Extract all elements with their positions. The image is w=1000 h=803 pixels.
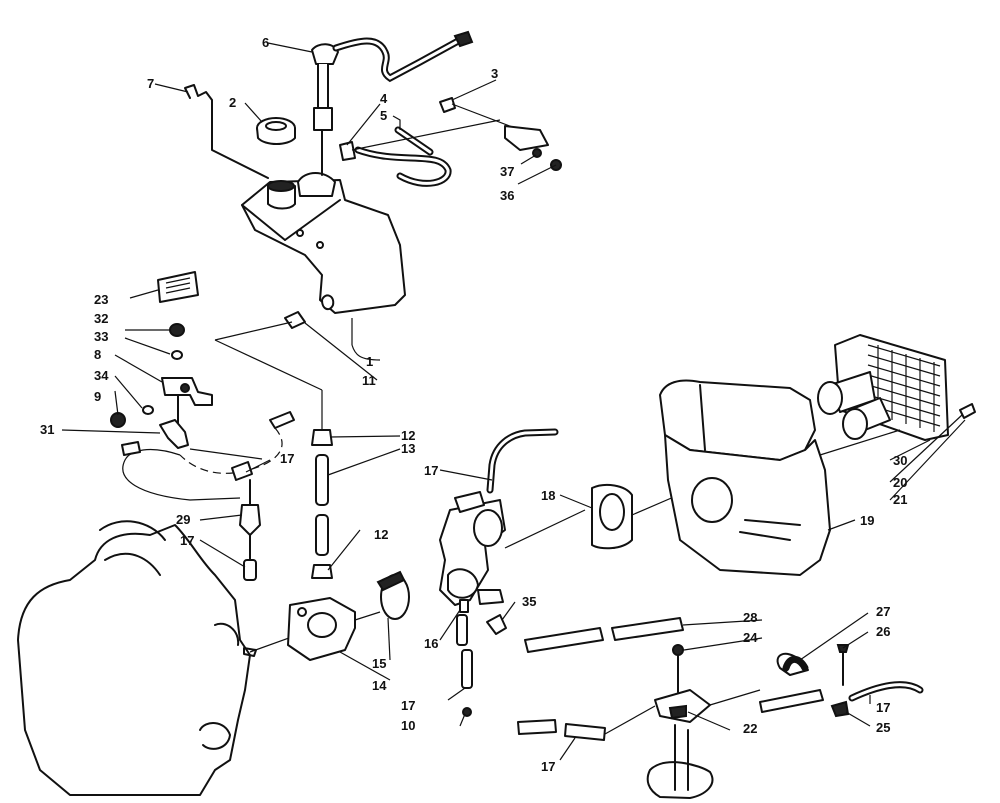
callout-20: 20 (893, 475, 907, 490)
callout-26: 26 (876, 624, 890, 639)
callout-30: 30 (893, 453, 907, 468)
fuel-hose-loop (121, 411, 295, 501)
callout-32: 32 (94, 311, 108, 326)
callout-12-upper: 12 (401, 428, 415, 443)
inline-fuel-filter (239, 479, 261, 581)
carburetor (439, 491, 586, 613)
callout-29: 29 (176, 512, 190, 527)
callout-15: 15 (372, 656, 386, 671)
tank-outlet-fitting (214, 311, 323, 430)
callout-12-lower: 12 (374, 527, 388, 542)
callout-6: 6 (262, 35, 269, 50)
callout-31: 31 (40, 422, 54, 437)
callout-leaders (61, 42, 966, 761)
callout-17-right: 17 (876, 700, 890, 715)
intake-silencer (817, 334, 976, 456)
callout-17-carb-top: 17 (424, 463, 438, 478)
fuel-pump-hoses (517, 617, 684, 741)
intake-boot (591, 483, 691, 550)
hose-clip (486, 614, 507, 635)
callout-19: 19 (860, 513, 874, 528)
callout-10: 10 (401, 718, 415, 733)
callout-33: 33 (94, 329, 108, 344)
engine-outline (17, 520, 301, 796)
impulse-hose-assembly (759, 644, 924, 718)
callout-17-filter: 17 (180, 533, 194, 548)
filter-screen (157, 271, 199, 303)
callout-9: 9 (94, 389, 101, 404)
fuel-cap (256, 117, 296, 145)
callout-7: 7 (147, 76, 154, 91)
callout-16: 16 (424, 636, 438, 651)
callout-37: 37 (500, 164, 514, 179)
callout-36: 36 (500, 188, 514, 203)
carburetor-drain-hose (456, 614, 473, 717)
airbox (659, 379, 831, 576)
callout-21: 21 (893, 492, 907, 507)
fuel-valve-assembly (110, 323, 213, 449)
callout-25: 25 (876, 720, 890, 735)
callout-1: 1 (366, 354, 373, 369)
callout-23: 23 (94, 292, 108, 307)
callout-5: 5 (380, 108, 387, 123)
vent-valve-bracket (439, 97, 562, 171)
cap-strap (184, 84, 269, 179)
callout-17-carb-bottom: 17 (401, 698, 415, 713)
callout-labels: 1 2 3 4 5 6 7 8 9 10 11 12 12 13 14 15 1… (40, 35, 907, 774)
carburetor-flange (287, 597, 381, 661)
callout-3: 3 (491, 66, 498, 81)
callout-4: 4 (380, 91, 388, 106)
vent-fitting-and-hose (339, 119, 501, 187)
callout-28: 28 (743, 610, 757, 625)
carburetor-clamp (376, 570, 410, 620)
carburetor-vent-hose (486, 428, 559, 494)
fuel-pump (604, 644, 761, 799)
silencer-mesh (867, 344, 941, 432)
callout-17-pump-left: 17 (541, 759, 555, 774)
fuel-line-with-clamps (311, 429, 333, 579)
callout-18: 18 (541, 488, 555, 503)
fuel-sender-with-wire (311, 30, 474, 176)
callout-35: 35 (522, 594, 536, 609)
callout-24: 24 (743, 630, 758, 645)
callout-11: 11 (362, 373, 376, 388)
callout-22: 22 (743, 721, 757, 736)
fuel-tank (241, 172, 406, 314)
callout-14: 14 (372, 678, 387, 693)
callout-8: 8 (94, 347, 101, 362)
callout-27: 27 (876, 604, 890, 619)
callout-34: 34 (94, 368, 109, 383)
callout-17-left-loop: 17 (280, 451, 294, 466)
callout-13: 13 (401, 441, 415, 456)
callout-2: 2 (229, 95, 236, 110)
